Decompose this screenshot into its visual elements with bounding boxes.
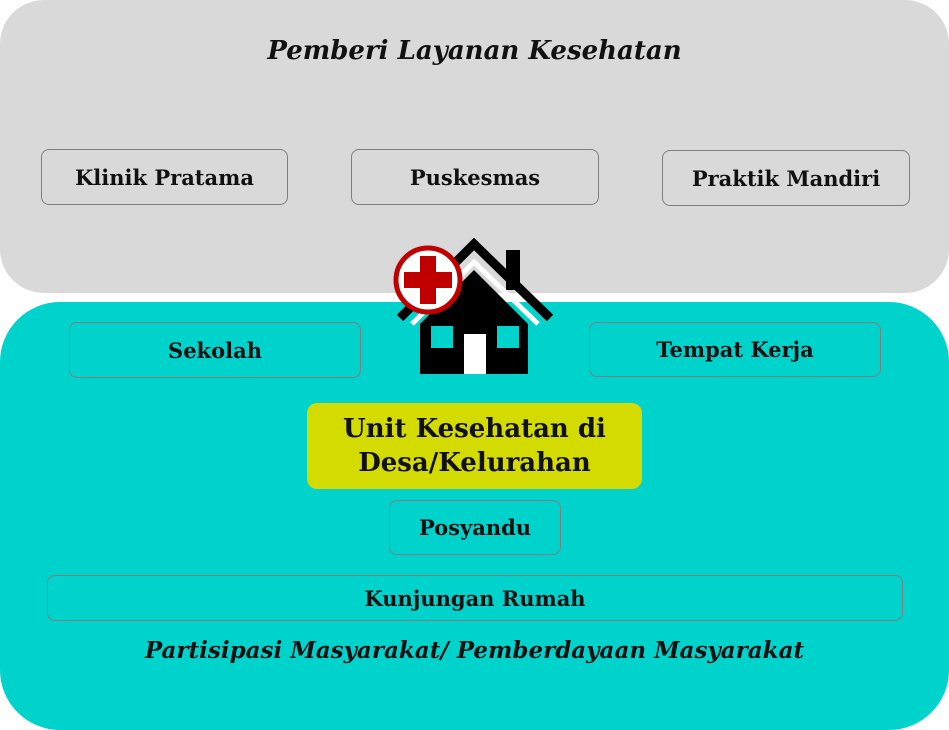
unit-kesehatan-line2: Desa/Kelurahan (358, 448, 591, 478)
providers-title: Pemberi Layanan Kesehatan (267, 36, 682, 66)
health-house-icon (393, 238, 554, 374)
sekolah-box: Sekolah (69, 322, 361, 378)
unit-kesehatan-line1: Unit Kesehatan di (343, 414, 606, 444)
medical-cross-icon (393, 245, 463, 315)
tempat-kerja-box: Tempat Kerja (589, 322, 881, 377)
unit-kesehatan-desa-box: Unit Kesehatan di Desa/Kelurahan (307, 403, 642, 489)
house-icon (396, 238, 554, 374)
klinik-pratama-box: Klinik Pratama (41, 149, 288, 205)
community-title: Partisipasi Masyarakat/ Pemberdayaan Mas… (144, 637, 805, 664)
kunjungan-rumah-box: Kunjungan Rumah (47, 575, 903, 621)
posyandu-box: Posyandu (389, 500, 561, 555)
praktik-mandiri-box: Praktik Mandiri (662, 150, 910, 206)
puskesmas-box: Puskesmas (351, 149, 599, 205)
